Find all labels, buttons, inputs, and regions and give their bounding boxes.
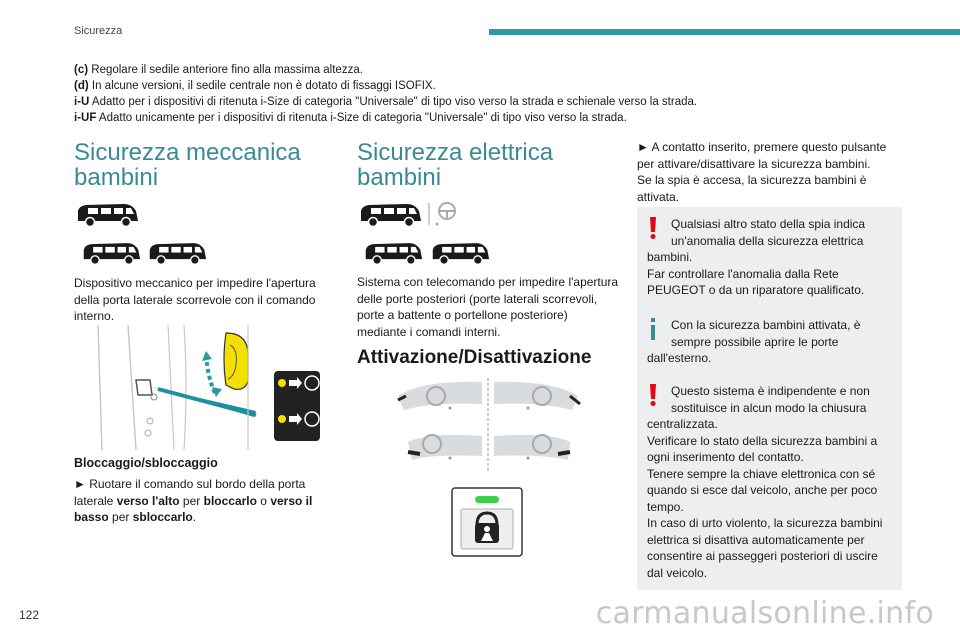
warning-icon	[650, 217, 656, 239]
mechanical-child-lock-section: Sicurezza meccanica bambini	[74, 140, 326, 190]
van-side-icon	[78, 204, 138, 228]
warning-box-fault: Qualsiasi altro stato della spia indica …	[637, 207, 902, 308]
steering-wheel-icon	[428, 202, 456, 226]
dashboard-door-diagrams	[397, 378, 581, 472]
van-side-icon	[361, 204, 421, 228]
warning-icon	[650, 384, 656, 406]
note-c: (c) Regolare il sedile anteriore fino al…	[74, 64, 363, 76]
child-lock-button[interactable]	[451, 487, 523, 557]
activation-title: Attivazione/Disattivazione	[357, 347, 592, 368]
mechanical-lock-description: Dispositivo meccanico per impedire l'ape…	[74, 276, 316, 323]
electric-child-lock-title: Sicurezza elettrica bambini	[357, 139, 554, 191]
note-d: (d) In alcune versioni, il sedile centra…	[74, 80, 436, 92]
van-side-icon	[149, 243, 207, 266]
info-icon	[651, 318, 655, 340]
footnotes: (c) Regolare il sedile anteriore fino al…	[74, 62, 894, 126]
electric-lock-description: Sistema con telecomando per impedire l'a…	[357, 275, 619, 339]
info-box-outside-open: Con la sicurezza bambini attivata, è sem…	[637, 308, 902, 376]
van-side-icon	[83, 243, 141, 266]
note-iuf: i-UF Adatto unicamente per i dispositivi…	[74, 112, 627, 124]
van-side-icon	[365, 243, 423, 266]
page-number: 122	[19, 608, 40, 622]
electric-child-lock-section: Sicurezza elettrica bambini	[357, 140, 627, 190]
button-instruction: ► A contatto inserito, premere questo pu…	[637, 140, 887, 204]
header-accent-bar	[489, 29, 960, 35]
lock-unlock-instruction: ► Ruotare il comando sul bordo della por…	[74, 477, 313, 524]
lock-unlock-title: Bloccaggio/sbloccaggio	[74, 456, 218, 470]
door-edge-lock-illustration	[88, 325, 320, 450]
mechanical-child-lock-title: Sicurezza meccanica bambini	[74, 139, 301, 191]
warning-box-independent: Questo sistema è indipendente e non sost…	[637, 374, 902, 590]
van-side-icon	[432, 243, 490, 266]
watermark: carmanualsonline.info	[595, 596, 934, 631]
header-section-label: Sicurezza	[74, 25, 123, 37]
child-lock-indicator-light	[475, 496, 499, 503]
note-iu: i-U Adatto per i dispositivi di ritenuta…	[74, 96, 698, 108]
